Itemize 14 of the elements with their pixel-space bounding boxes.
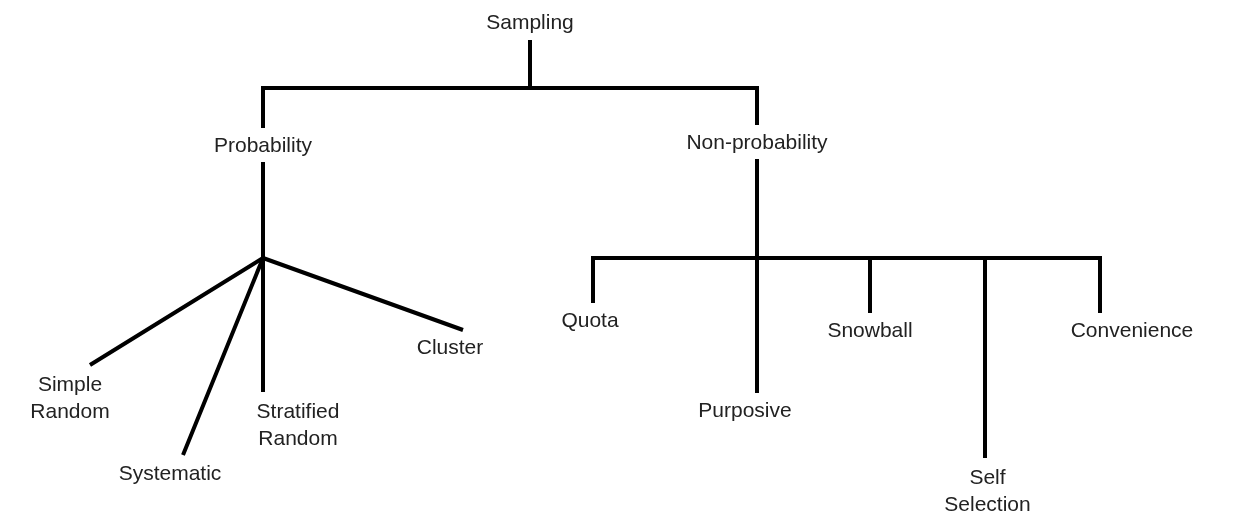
- category-label: Cluster: [400, 330, 500, 364]
- category-label: Probability: [193, 128, 333, 162]
- category-label: Stratified Random: [228, 392, 368, 456]
- category-label: Purposive: [680, 393, 810, 427]
- category-label: Sampling: [470, 4, 590, 40]
- category-label: Quota: [540, 303, 640, 337]
- connector-line: [755, 159, 1102, 313]
- category-label: Systematic: [95, 455, 245, 491]
- category-label: Self Selection: [930, 458, 1045, 522]
- category-label: Snowball: [810, 313, 930, 347]
- category-label: Non-probability: [657, 125, 857, 159]
- connector-line: [261, 162, 464, 332]
- category-label: Convenience: [1042, 313, 1222, 347]
- category-label: Simple Random: [15, 365, 125, 429]
